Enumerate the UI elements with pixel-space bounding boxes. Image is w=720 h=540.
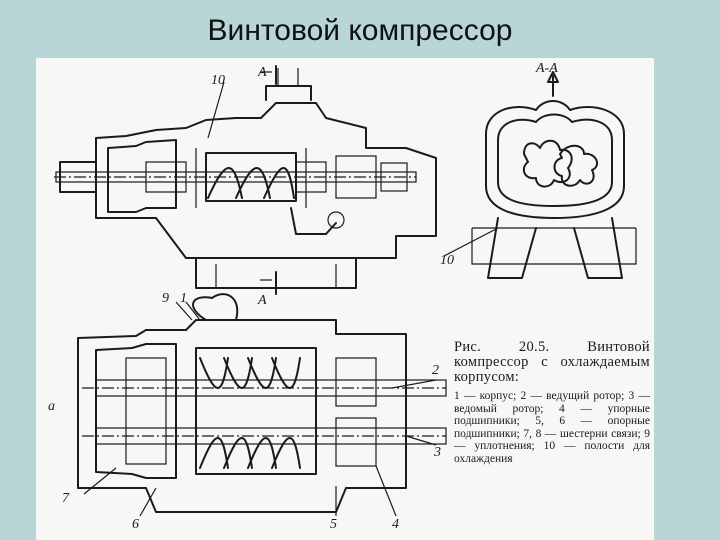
part-label-6: 6	[132, 517, 139, 532]
part-label-9: 9	[162, 291, 169, 306]
technical-drawing: 10 A A A-A 10	[48, 61, 637, 532]
caption-legend: 1 — корпус; 2 — ведущий ротор; 3 — ведом…	[454, 390, 650, 465]
part-label-2: 2	[432, 363, 439, 378]
part-label-7: 7	[62, 491, 70, 506]
part-label-10-section: 10	[440, 253, 454, 268]
part-label-3: 3	[433, 445, 441, 460]
part-label-1: 1	[180, 291, 187, 306]
slide-title: Винтовой компрессор	[207, 14, 513, 47]
part-label-a: а	[48, 399, 55, 414]
top-longitudinal-section	[54, 65, 437, 295]
part-label-4: 4	[392, 517, 399, 532]
cross-section-a-a	[443, 71, 637, 279]
cut-label-a-top: A	[257, 65, 267, 80]
caption-title: Рис. 20.5. Винтовой компрессор с охлажда…	[454, 339, 650, 385]
figure-caption: Рис. 20.5. Винтовой компрессор с охлажда…	[454, 340, 650, 465]
bottom-plan-section	[77, 293, 447, 517]
compressor-drawing: 10 A A A-A 10	[36, 58, 654, 540]
cut-label-a-bottom: A	[257, 293, 267, 308]
part-label-10-top: 10	[211, 73, 225, 88]
part-label-5: 5	[330, 517, 337, 532]
section-label-a-a: A-A	[535, 61, 558, 76]
